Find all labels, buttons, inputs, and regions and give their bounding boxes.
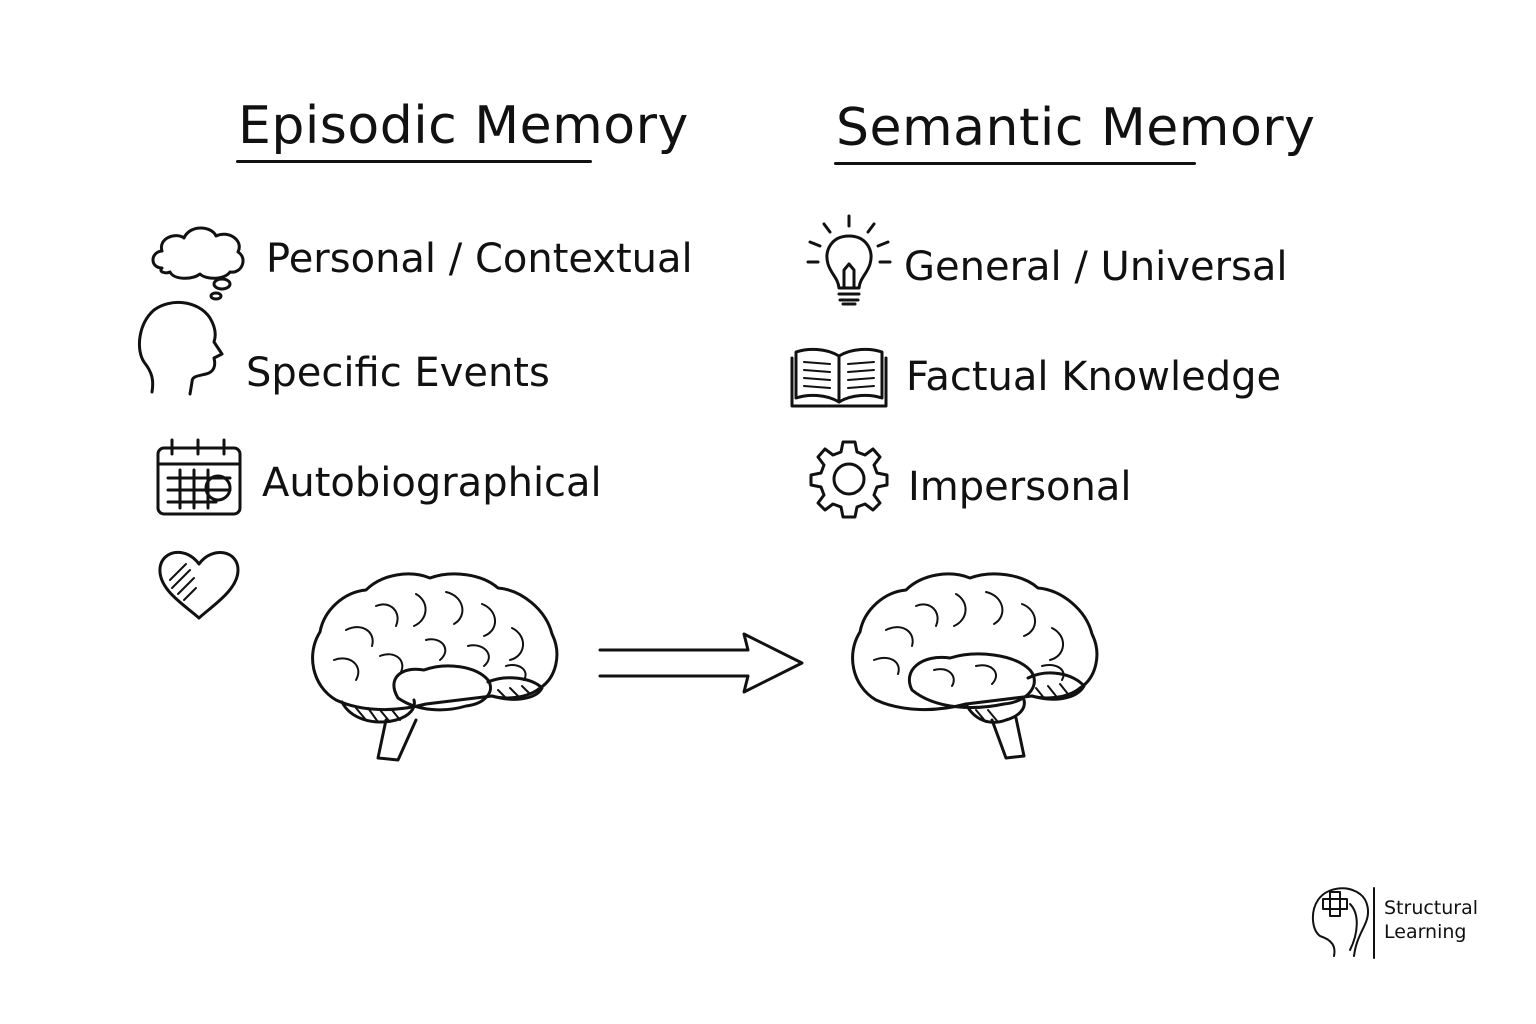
- structural-learning-logo-icon: [1310, 884, 1380, 964]
- episodic-title-underline: [236, 160, 592, 163]
- open-book-icon: [790, 346, 888, 412]
- semantic-title: Semantic Memory: [836, 98, 1316, 158]
- episodic-title: Episodic Memory: [238, 96, 689, 156]
- semantic-title-underline: [834, 162, 1196, 165]
- logo-text-line2: Learning: [1384, 921, 1467, 943]
- episodic-item-events: Specific Events: [246, 350, 550, 396]
- semantic-item-impersonal: Impersonal: [908, 464, 1132, 510]
- brain-episodic-icon: [306, 570, 562, 768]
- brain-semantic-icon: [846, 570, 1102, 768]
- semantic-item-general: General / Universal: [904, 244, 1288, 290]
- semantic-item-factual: Factual Knowledge: [906, 354, 1282, 400]
- arrow-right-icon: [598, 630, 808, 700]
- lightbulb-icon: [806, 214, 892, 314]
- logo-text-line1: Structural: [1384, 897, 1479, 919]
- head-profile-icon: [136, 296, 226, 404]
- calendar-icon: [156, 438, 242, 522]
- thought-bubble-icon: [148, 218, 248, 302]
- gear-icon: [808, 438, 890, 524]
- heart-icon: [156, 546, 242, 626]
- episodic-item-autobiographical: Autobiographical: [262, 460, 602, 506]
- episodic-item-personal: Personal / Contextual: [266, 236, 693, 282]
